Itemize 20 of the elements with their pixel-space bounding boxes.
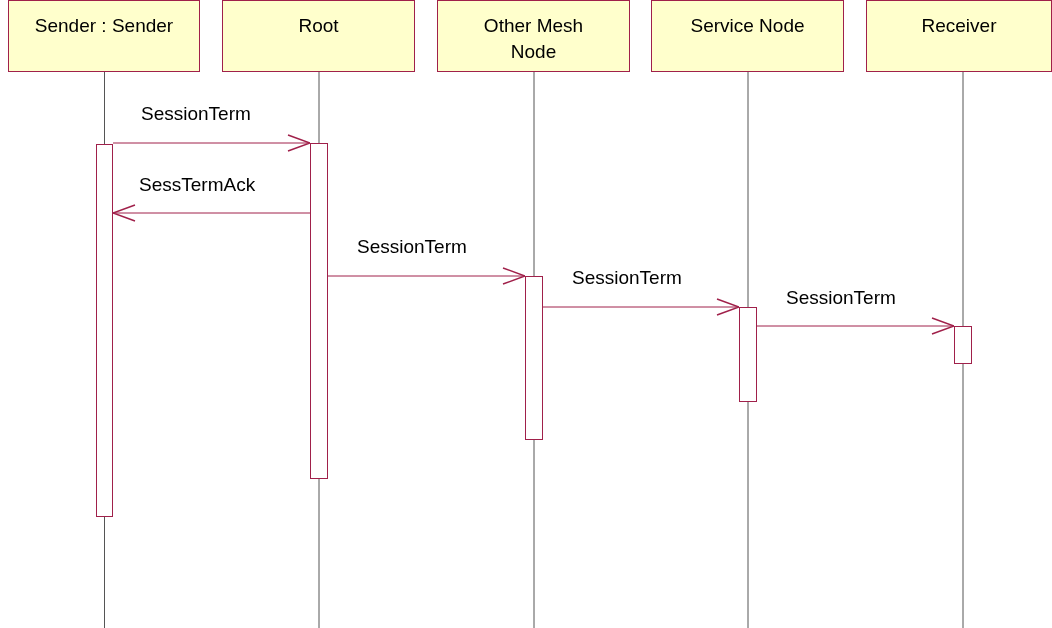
lifeline-header: Other Mesh Node: [437, 0, 630, 72]
lifeline: [747, 71, 749, 308]
activation-bar: [96, 144, 113, 517]
message-arrow: [542, 298, 740, 316]
message-arrow: [112, 134, 311, 152]
lifeline: [104, 71, 105, 145]
lifeline: [962, 71, 964, 327]
message-arrow: [327, 267, 526, 285]
lifeline-header: Receiver: [866, 0, 1052, 72]
lifeline-header: Root: [222, 0, 415, 72]
activation-bar: [954, 326, 972, 364]
message-arrow: [112, 204, 311, 222]
activation-bar: [525, 276, 543, 440]
lifeline: [318, 71, 320, 144]
activation-bar: [310, 143, 328, 479]
lifeline: [533, 71, 535, 277]
message-arrow: [756, 317, 955, 335]
lifeline-header: Sender : Sender: [8, 0, 200, 72]
lifeline-header: Service Node: [651, 0, 844, 72]
activation-bar: [739, 307, 757, 402]
